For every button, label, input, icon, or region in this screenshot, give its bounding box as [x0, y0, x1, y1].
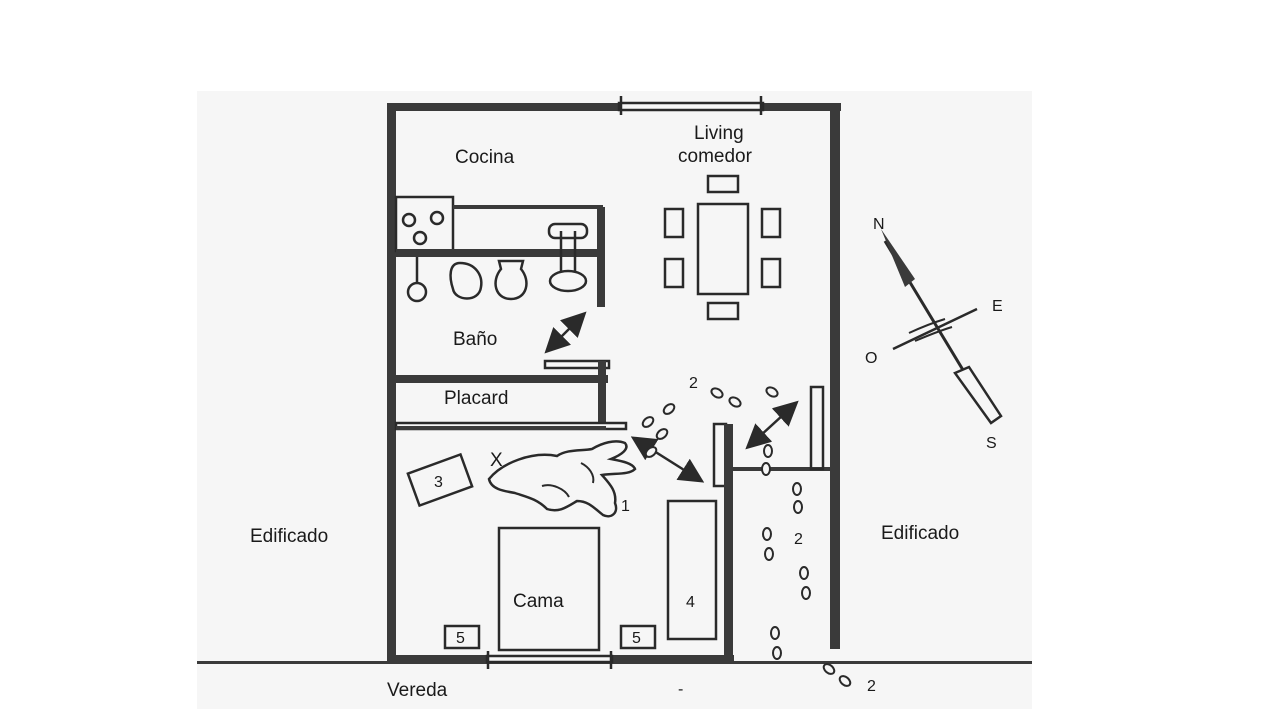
corridor-arrow: [745, 400, 799, 450]
chair: [663, 207, 685, 239]
label-cama: Cama: [513, 591, 564, 612]
bedroom-arrow: [630, 436, 705, 483]
marker-item-4: 4: [686, 594, 695, 611]
placard-walls: [394, 385, 831, 661]
marker-steps-2-corridor: 2: [794, 531, 803, 548]
kitchen-counter: [394, 195, 604, 257]
label-living-line2: comedor: [678, 146, 753, 167]
marker-item-5-right: 5: [632, 630, 641, 647]
corridor-door: [809, 385, 825, 471]
tub-drain: [548, 269, 588, 293]
item-5-box-right: [619, 624, 657, 650]
marker-body-1: 1: [621, 498, 630, 515]
chair: [760, 257, 782, 289]
item-5-box-left: [443, 624, 481, 650]
outer-walls: [387, 103, 841, 663]
marker-item-5-left: 5: [456, 630, 465, 647]
marker-item-3: 3: [434, 474, 443, 491]
label-edificado-left: Edificado: [250, 526, 328, 547]
compass-label-north: N: [873, 216, 885, 233]
label-edificado-right: Edificado: [881, 523, 959, 544]
label-living-line1: Living: [694, 123, 744, 144]
label-vereda-mark: -: [678, 681, 683, 698]
wardrobe: [666, 499, 718, 641]
chair: [706, 174, 740, 194]
label-vereda: Vereda: [387, 680, 448, 701]
bidet: [449, 261, 483, 300]
washbasin: [406, 281, 428, 303]
marker-steps-2-top: 2: [689, 375, 698, 392]
compass-south-tail: [953, 365, 1003, 425]
bottom-window: [485, 651, 614, 669]
item-3-box: [406, 452, 474, 508]
bed: [497, 526, 601, 652]
compass-north-arrow: [881, 229, 915, 287]
bathroom-walls: [396, 207, 611, 423]
marker-steps-2-street: 2: [867, 678, 876, 695]
footprints: [641, 386, 852, 687]
bathroom-fixtures: [406, 222, 589, 303]
compass-rose: [881, 229, 1003, 425]
shower-head: [547, 222, 589, 240]
label-x-mark: X: [490, 450, 503, 471]
dining-table: [696, 202, 750, 296]
chair: [706, 301, 740, 321]
top-window: [617, 96, 765, 115]
compass-label-west: O: [865, 350, 877, 367]
chair: [760, 207, 782, 239]
body-silhouette: [487, 440, 637, 518]
chair: [663, 257, 685, 289]
dining-set: [663, 174, 782, 321]
floor-plan-diagram: Cocina Living comedor Baño Placard Cama …: [197, 96, 1032, 701]
bathroom-arrow: [544, 311, 587, 354]
label-bano: Baño: [453, 329, 497, 350]
label-placard: Placard: [444, 388, 508, 409]
toilet: [494, 259, 528, 301]
label-cocina: Cocina: [455, 147, 515, 168]
bathroom-door: [543, 359, 611, 370]
compass-label-south: S: [986, 435, 997, 452]
compass-label-east: E: [992, 298, 1003, 315]
floor-plan-sheet: Cocina Living comedor Baño Placard Cama …: [197, 91, 1032, 709]
